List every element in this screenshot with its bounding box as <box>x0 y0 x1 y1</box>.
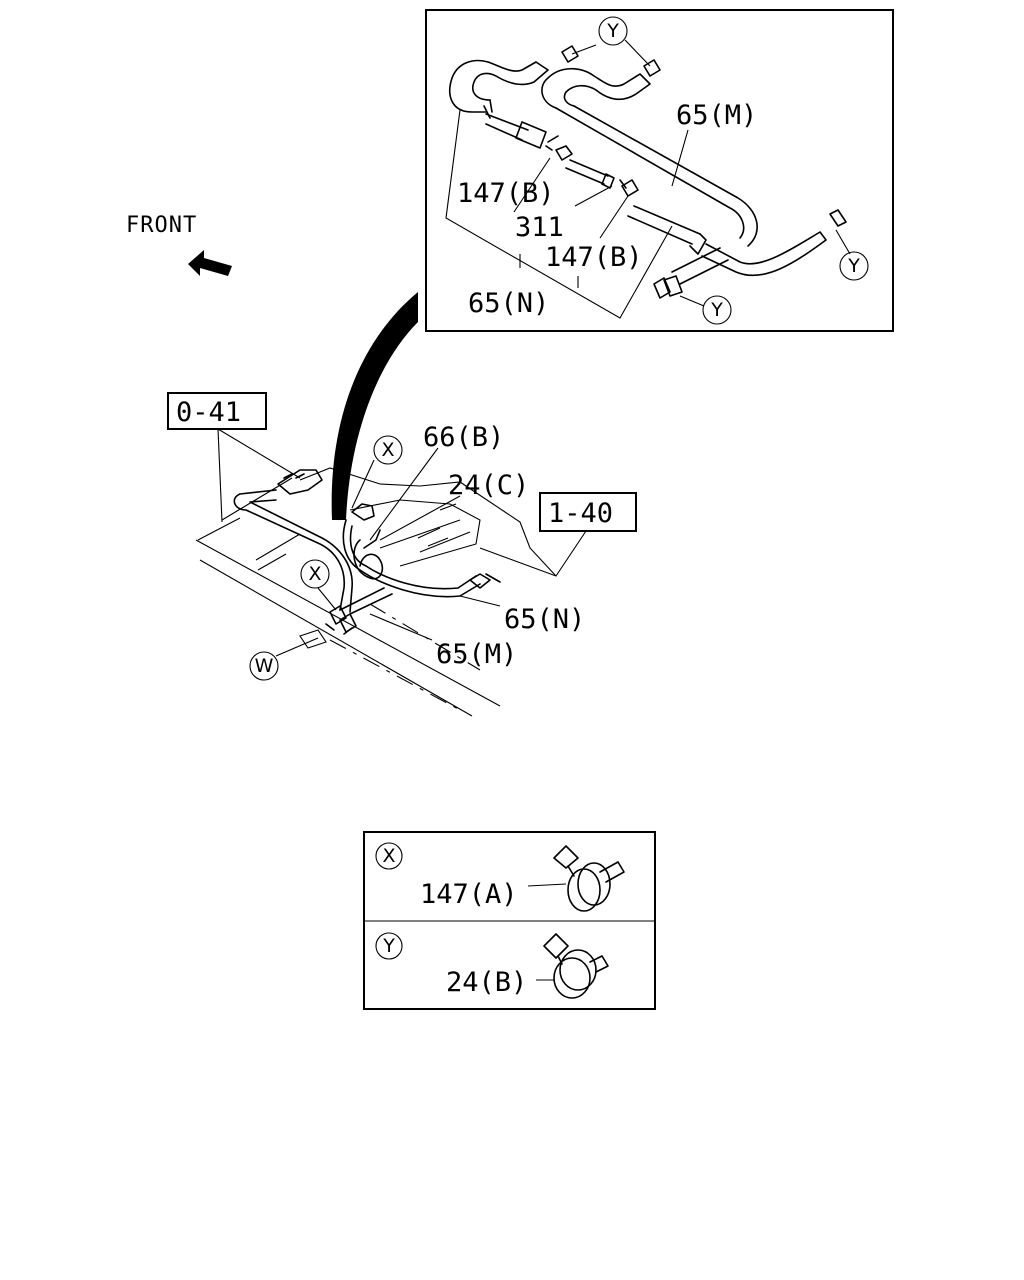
filler-assembly <box>277 465 347 505</box>
detail-hose-65n-right <box>627 205 847 299</box>
legend-row-x: X 147(A) <box>375 842 625 912</box>
hose-clamp-icon <box>543 933 609 999</box>
hose-clamp-icon <box>553 845 625 912</box>
callout-y-top: Y <box>598 16 628 46</box>
legend-table: X 147(A) Y 24(B) <box>363 831 656 1010</box>
detail-pipe-311 <box>545 135 639 197</box>
front-indicator: FRONT <box>126 213 232 276</box>
svg-text:0-41: 0-41 <box>176 397 241 428</box>
svg-text:Y: Y <box>847 255 860 277</box>
svg-text:147(A): 147(A) <box>420 879 518 910</box>
detail-hose-65m <box>541 45 758 247</box>
main-hoses <box>233 489 501 635</box>
ref-box-1-40: 1-40 <box>479 492 637 577</box>
arrow-left-up-icon <box>188 250 232 276</box>
label-detail-65n: 65(N) <box>468 288 549 319</box>
label-24c: 24(C) <box>448 470 529 501</box>
callout-y-right: Y <box>839 251 869 281</box>
detail-hose-65n <box>448 59 549 149</box>
svg-text:1-40: 1-40 <box>548 498 613 529</box>
callout-w: W <box>249 651 279 681</box>
detail-leaders <box>445 39 851 319</box>
ref-box-0-41: 0-41 <box>167 392 301 523</box>
svg-text:X: X <box>382 845 395 867</box>
label-detail-147b-1: 147(B) <box>457 178 555 209</box>
main-view: 0-41 1-40 <box>167 392 637 717</box>
callout-x-upper: X <box>373 435 403 465</box>
callout-y-bottom: Y <box>702 295 732 325</box>
svg-text:X: X <box>381 439 394 461</box>
detail-view: Y Y Y 65(M) 147(B) 311 147(B) 65(N) <box>425 9 894 332</box>
legend-row-y: Y 24(B) <box>375 932 609 999</box>
svg-text:24(B): 24(B) <box>446 967 527 998</box>
label-detail-147b-2: 147(B) <box>545 242 643 273</box>
svg-text:X: X <box>308 563 321 585</box>
label-main-65m: 65(M) <box>436 639 517 670</box>
detail-view-frame <box>425 9 894 332</box>
main-leaders <box>275 447 501 657</box>
svg-text:Y: Y <box>382 935 395 957</box>
label-detail-311: 311 <box>515 212 564 243</box>
svg-text:W: W <box>255 655 274 677</box>
label-main-65n: 65(N) <box>504 604 585 635</box>
label-66b: 66(B) <box>423 422 504 453</box>
label-detail-65m: 65(M) <box>676 100 757 131</box>
front-label: FRONT <box>126 213 197 238</box>
svg-text:Y: Y <box>710 299 723 321</box>
svg-text:Y: Y <box>606 20 619 42</box>
callout-x-lower: X <box>300 559 330 589</box>
